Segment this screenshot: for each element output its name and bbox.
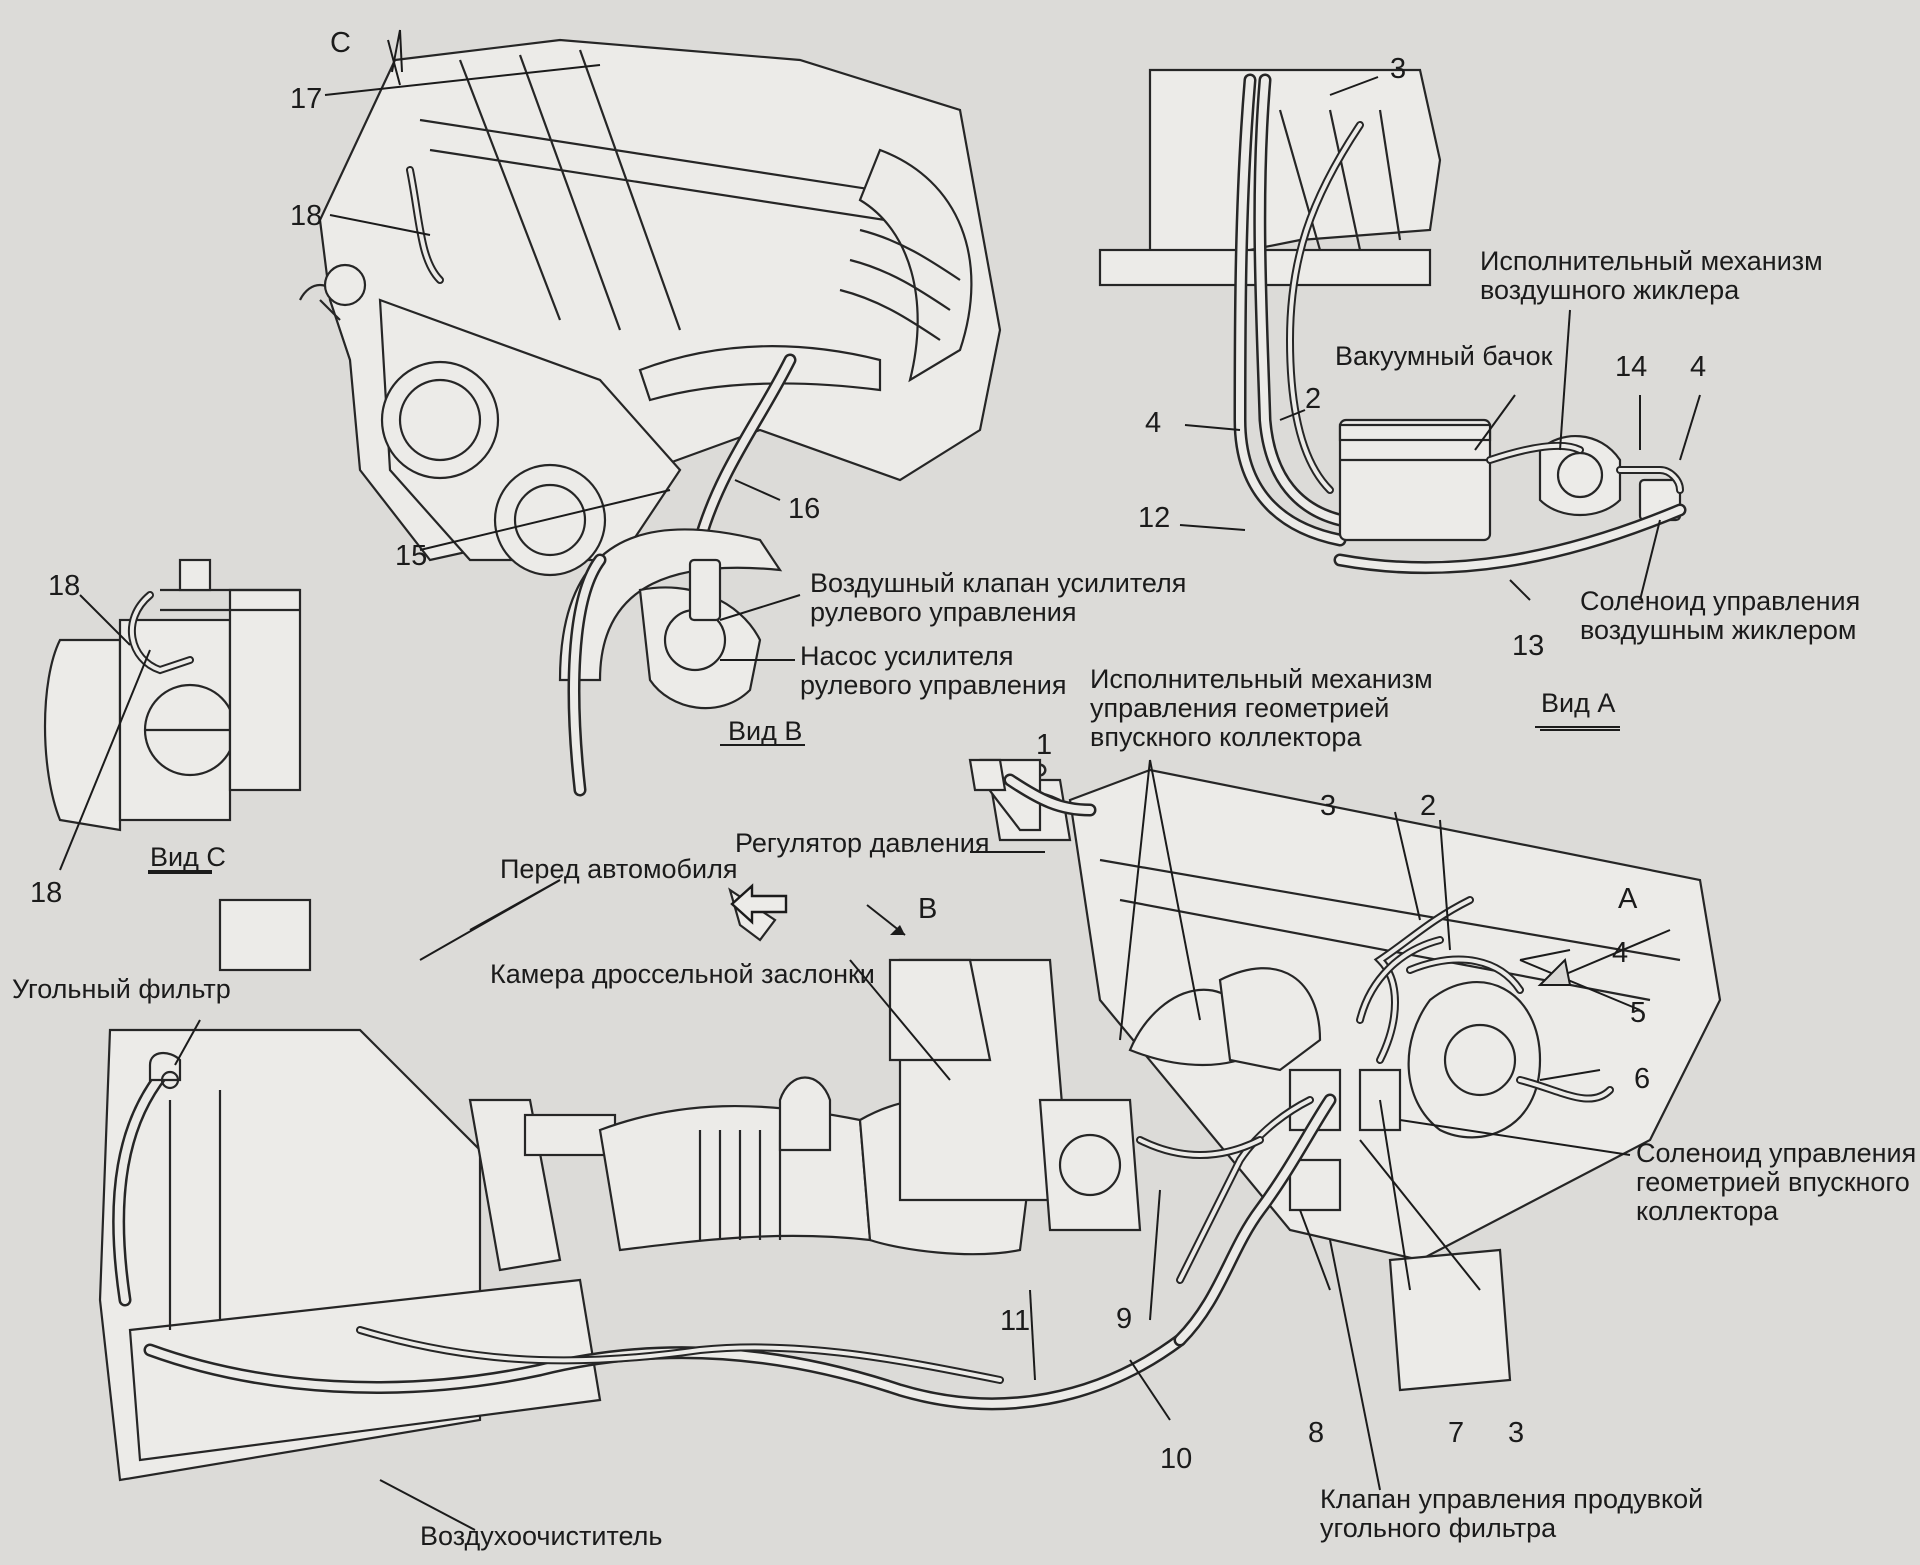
callout-11: 11: [1000, 1305, 1030, 1337]
label-throttle-body: Камера дроссельной заслонки: [490, 959, 875, 989]
callout-numbers: 1 2 3 4 5 6 7 3 8 9 10 11 3 4 2 12 13 14…: [30, 53, 1706, 1475]
callout-17: 17: [290, 83, 322, 115]
callout-3-view-a: 3: [1390, 53, 1406, 85]
front-direction-arrow: [730, 883, 788, 925]
view-arrow-a: [1537, 929, 1671, 986]
label-intake-geometry-actuator-2: управления геометрией: [1090, 693, 1389, 723]
label-air-jet-actuator-2: воздушного жиклера: [1480, 275, 1740, 305]
callout-2-view-a: 2: [1305, 383, 1321, 415]
callout-16: 16: [788, 493, 820, 525]
callout-3-main-top: 3: [1320, 790, 1336, 822]
label-purge-valve-1: Клапан управления продувкой: [1320, 1484, 1703, 1514]
callout-18-view-c-bottom: 18: [30, 877, 62, 909]
view-marker-c: C: [330, 27, 351, 59]
view-c-drawing: [43, 558, 302, 832]
label-vacuum-tank: Вакуумный бачок: [1335, 341, 1553, 371]
callout-2-main: 2: [1420, 790, 1436, 822]
view-a-leaders: [1179, 76, 1701, 731]
callout-15: 15: [395, 540, 427, 572]
label-pressure-regulator: Регулятор давления: [735, 828, 989, 858]
label-ps-air-valve-1: Воздушный клапан усилителя: [810, 568, 1186, 598]
view-b-caption: Вид В: [728, 716, 802, 746]
callout-8: 8: [1308, 1417, 1324, 1449]
label-ps-air-valve-2: рулевого управления: [810, 597, 1076, 627]
view-markers: A B C: [330, 27, 1638, 925]
label-air-cleaner: Воздухоочиститель: [420, 1521, 663, 1551]
label-purge-valve-2: угольного фильтра: [1320, 1513, 1557, 1543]
label-carbon-filter: Угольный фильтр: [12, 974, 231, 1004]
callout-4-view-a-left: 4: [1145, 407, 1161, 439]
label-car-front: Перед автомобиля: [500, 854, 737, 884]
label-intake-geometry-actuator-1: Исполнительный механизм: [1090, 664, 1433, 694]
callout-14: 14: [1615, 351, 1647, 383]
label-ps-pump-2: рулевого управления: [800, 670, 1066, 700]
callout-10: 10: [1160, 1443, 1192, 1475]
label-intake-geometry-actuator-3: впускного коллектора: [1090, 722, 1362, 752]
view-c-leaders: [59, 594, 212, 872]
view-b-leaders: [324, 39, 805, 746]
callout-1: 1: [1036, 729, 1052, 761]
label-air-jet-solenoid-2: воздушным жиклером: [1580, 615, 1856, 645]
callout-3-main-bottom: 3: [1508, 1417, 1524, 1449]
label-intake-geometry-solenoid-1: Соленоид управления: [1636, 1138, 1916, 1168]
view-arrow-b: [866, 904, 906, 936]
view-a-drawing: [1098, 68, 1687, 575]
main-view-leaders: [174, 759, 1641, 1531]
view-c-caption: Вид С: [150, 842, 226, 872]
view-marker-b: B: [918, 893, 937, 925]
view-arrow-c: [391, 29, 403, 73]
view-a-caption: Вид А: [1541, 688, 1615, 718]
callout-13: 13: [1512, 630, 1544, 662]
label-ps-pump-1: Насос усилителя: [800, 641, 1014, 671]
callout-18-view-b: 18: [290, 200, 322, 232]
label-intake-geometry-solenoid-2: геометрией впускного: [1636, 1167, 1910, 1197]
view-marker-a: A: [1618, 883, 1638, 915]
callout-9: 9: [1116, 1303, 1132, 1335]
callout-12: 12: [1138, 502, 1170, 534]
callout-4-view-a-right: 4: [1690, 351, 1706, 383]
callout-7: 7: [1448, 1417, 1464, 1449]
callout-5: 5: [1630, 997, 1646, 1029]
callout-4-main: 4: [1612, 937, 1628, 969]
label-intake-geometry-solenoid-3: коллектора: [1636, 1196, 1779, 1226]
view-b-drawing: [299, 38, 1002, 797]
callout-6: 6: [1634, 1063, 1650, 1095]
label-air-jet-actuator-1: Исполнительный механизм: [1480, 246, 1823, 276]
labels-layer: Угольный фильтр Перед автомобиля Камера …: [12, 246, 1916, 1551]
label-air-jet-solenoid-1: Соленоид управления: [1580, 586, 1860, 616]
callout-18-view-c-top: 18: [48, 570, 80, 602]
main-view-drawing: [98, 758, 1722, 1482]
